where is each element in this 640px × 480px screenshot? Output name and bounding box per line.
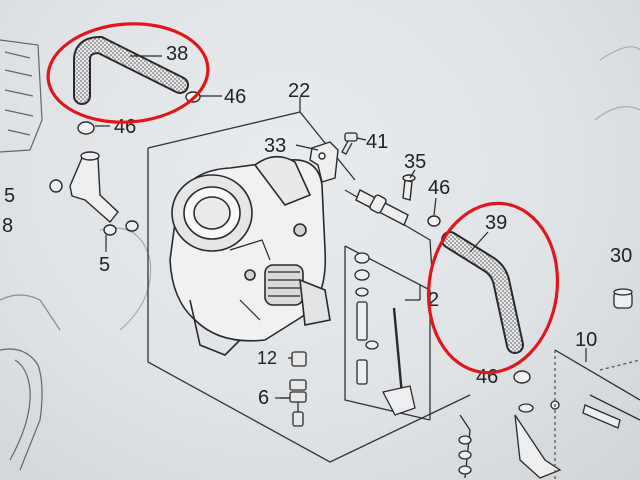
highlight-circles: [46, 22, 560, 375]
clip-parts: [77, 91, 531, 384]
callout-12: 12: [257, 348, 277, 368]
highlight-circle-38: [46, 22, 210, 124]
hose-39: [441, 231, 524, 354]
leader-lines: [95, 55, 587, 399]
callout-46: 46: [428, 177, 450, 199]
screw-41: [341, 132, 358, 155]
background-parts: [0, 39, 640, 471]
callout-30: 30: [610, 245, 632, 267]
callout-38: 38: [166, 43, 188, 65]
callout-46: 46: [114, 116, 136, 138]
callout-8: 8: [2, 215, 13, 237]
callout-2: 2: [428, 289, 439, 311]
callout-35: 35: [404, 151, 426, 173]
fitting-5: [49, 151, 139, 236]
callout-labels: 38 46 46 22 33 41 35 46 39 30 10 46 5 8 …: [2, 43, 632, 409]
jets-12-6: [280, 351, 307, 427]
callout-22: 22: [288, 80, 310, 102]
callout-46: 46: [224, 86, 246, 108]
callout-10: 10: [575, 329, 597, 351]
callout-5: 5: [99, 254, 110, 276]
callout-6: 6: [258, 387, 269, 409]
callout-5: 5: [4, 185, 15, 207]
callout-39: 39: [485, 212, 507, 234]
callout-46: 46: [476, 366, 498, 388]
bracket-33: [309, 141, 339, 183]
stack-2: [354, 252, 416, 416]
hose-38: [73, 35, 189, 105]
highlight-circle-39: [426, 201, 560, 375]
callout-41: 41: [366, 131, 388, 153]
callout-33: 33: [264, 135, 286, 157]
fitting-35: [355, 174, 416, 226]
carburetor-body: [169, 155, 331, 356]
right-side-parts: [458, 288, 640, 480]
